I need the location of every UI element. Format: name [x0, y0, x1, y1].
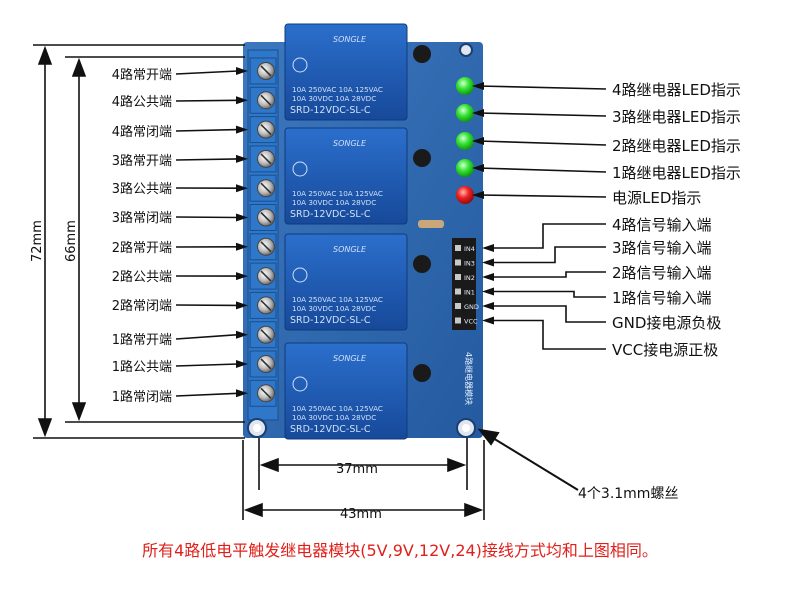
left-terminal-label: 3路公共端 — [112, 181, 172, 197]
left-terminal-label: 4路常闭端 — [112, 124, 172, 140]
dim-37mm-label: 37mm — [336, 462, 378, 477]
power-led — [456, 186, 474, 204]
signal-input-label: 4路信号输入端 — [612, 216, 712, 234]
terminal-screw — [249, 233, 277, 261]
terminal-screw — [249, 57, 277, 85]
led-indicator-label: 1路继电器LED指示 — [612, 164, 741, 182]
terminal-screw — [249, 116, 277, 144]
relay-model: SRD-12VDC-SL-C — [290, 424, 371, 435]
left-terminal-label: 2路常开端 — [112, 240, 172, 256]
led-indicator-label: 4路继电器LED指示 — [612, 81, 741, 99]
header-pin — [455, 317, 461, 324]
pin-label: IN4 — [464, 245, 475, 253]
transistor — [413, 45, 431, 63]
dim-43mm-label: 43mm — [340, 507, 382, 522]
dimension-66mm — [65, 56, 245, 423]
terminal-screw — [249, 145, 277, 173]
header-pin — [455, 274, 461, 280]
header-pin — [455, 245, 461, 251]
dimension-72mm — [33, 44, 245, 439]
signal-header — [452, 238, 476, 330]
transistor — [413, 255, 431, 273]
left-terminal-label: 1路公共端 — [112, 359, 172, 375]
relay-brand: SONGLE — [333, 354, 367, 363]
relay-model: SRD-12VDC-SL-C — [290, 209, 371, 220]
relay-led-1 — [456, 159, 474, 177]
terminal-screw — [249, 291, 277, 319]
mounting-hole-top-right — [459, 43, 473, 57]
header-pin — [455, 259, 461, 266]
left-terminal-label: 1路常闭端 — [112, 389, 172, 405]
relay-rating-2: 10A 30VDC 10A 28VDC — [292, 304, 376, 313]
screw-arrow — [477, 428, 579, 491]
dim-66mm-label: 66mm — [64, 220, 79, 262]
left-terminal-label: 4路公共端 — [112, 94, 172, 110]
left-terminal-label: 2路公共端 — [112, 269, 172, 285]
pin-label: IN3 — [464, 260, 475, 268]
relay-led-2 — [456, 132, 474, 150]
pin-label: VCC — [464, 318, 478, 326]
pin-label: IN1 — [464, 289, 475, 297]
dimension-43mm — [242, 440, 485, 520]
relay-brand: SONGLE — [333, 35, 367, 44]
pin-label: GND — [464, 303, 479, 311]
relay-model: SRD-12VDC-SL-C — [290, 315, 371, 326]
left-terminal-label: 3路常开端 — [112, 153, 172, 169]
led-indicator-label: 2路继电器LED指示 — [612, 137, 741, 155]
led-indicator-label: 3路继电器LED指示 — [612, 108, 741, 126]
header-pin — [455, 288, 461, 295]
relay-rating-1: 10A 250VAC 10A 125VAC — [292, 404, 383, 413]
transistor — [413, 149, 431, 167]
terminal-screw — [249, 379, 277, 407]
led-indicator-label: 电源LED指示 — [612, 189, 701, 207]
terminal-screw — [249, 321, 277, 349]
relay-rating-1: 10A 250VAC 10A 125VAC — [292, 85, 383, 94]
board-title: 4路继电器模块 — [464, 352, 474, 405]
pin-label: IN2 — [464, 274, 475, 282]
footer-note: 所有4路低电平触发继电器模块(5V,9V,12V,24)接线方式均和上图相同。 — [142, 541, 658, 560]
terminal-screw — [249, 86, 277, 114]
dim-72mm-label: 72mm — [30, 220, 45, 262]
signal-input-label: 2路信号输入端 — [612, 264, 712, 282]
relay-model: SRD-12VDC-SL-C — [290, 105, 371, 116]
relay-rating-1: 10A 250VAC 10A 125VAC — [292, 295, 383, 304]
left-terminal-label: 1路常开端 — [112, 332, 172, 348]
relay-brand: SONGLE — [333, 245, 367, 254]
relay-rating-2: 10A 30VDC 10A 28VDC — [292, 94, 376, 103]
left-terminal-label: 3路常闭端 — [112, 210, 172, 226]
signal-input-label: GND接电源负极 — [612, 314, 721, 332]
signal-input-label: 3路信号输入端 — [612, 239, 712, 257]
relay-led-4 — [456, 77, 474, 95]
signal-input-label: 1路信号输入端 — [612, 289, 712, 307]
relay-brand: SONGLE — [333, 139, 367, 148]
left-terminal-label: 2路常闭端 — [112, 298, 172, 314]
resistor — [418, 220, 444, 228]
relay-led-3 — [456, 104, 474, 122]
screw-note: 4个3.1mm螺丝 — [578, 486, 678, 502]
terminal-screw — [249, 350, 277, 378]
transistor — [413, 364, 431, 382]
relay-rating-2: 10A 30VDC 10A 28VDC — [292, 198, 376, 207]
dimension-37mm — [258, 438, 468, 490]
signal-input-label: VCC接电源正极 — [612, 341, 718, 359]
terminal-screw — [249, 262, 277, 290]
header-pin — [455, 303, 461, 309]
relay-rating-2: 10A 30VDC 10A 28VDC — [292, 413, 376, 422]
relay-rating-1: 10A 250VAC 10A 125VAC — [292, 189, 383, 198]
terminal-screw — [249, 204, 277, 231]
left-terminal-label: 4路常开端 — [112, 67, 172, 83]
terminal-screw — [249, 174, 277, 202]
